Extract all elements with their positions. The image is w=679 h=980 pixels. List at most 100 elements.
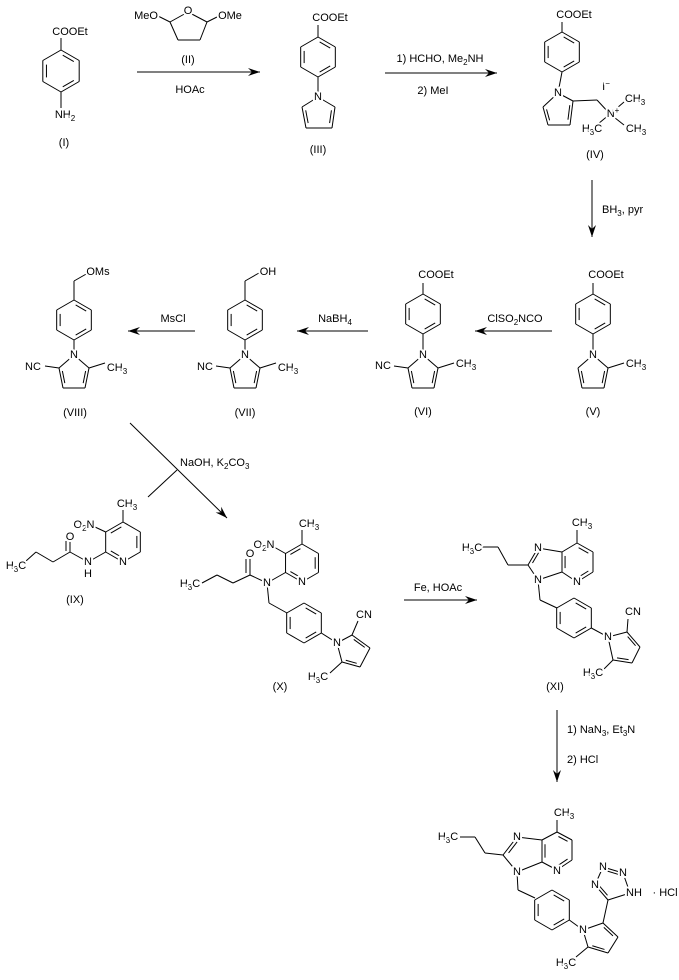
ring-bond [576, 542, 594, 553]
bond [52, 551, 71, 563]
ring-bond [301, 543, 319, 554]
double-bond-line [553, 894, 565, 902]
ring-bond [244, 329, 263, 341]
double-bond-line [329, 110, 332, 124]
ring-bond [607, 636, 614, 661]
atom-label: N [119, 556, 127, 568]
ring-bond [336, 642, 343, 663]
reagent-label: NaOH, K2CO3 [180, 457, 250, 471]
ring-bond [541, 831, 558, 841]
double-bond-line [563, 60, 575, 68]
ring-bond [73, 299, 92, 311]
reagent-label: 1) NaN3, Et3N [567, 724, 635, 738]
atom-label: COOEt [52, 26, 87, 38]
atom-label: H3C [582, 123, 602, 137]
salt-label: · HCl [652, 887, 677, 899]
compound-label: (X) [273, 681, 288, 693]
atom-label: CH3 [625, 93, 646, 107]
bond [69, 551, 89, 563]
atom-label: N [589, 349, 597, 361]
bond [215, 365, 231, 369]
ring-bond [433, 367, 439, 389]
ring-bond [527, 547, 539, 566]
ring-bond [422, 354, 439, 369]
double-bond-line [424, 322, 436, 330]
atom-label: OMs [86, 266, 110, 278]
ring-bond [303, 602, 322, 614]
atom-label: COOEt [312, 12, 347, 24]
bond [517, 889, 536, 899]
double-bond-line [578, 547, 589, 554]
ring-bond [122, 551, 141, 563]
bond [268, 602, 288, 614]
ring-bond [561, 542, 578, 553]
labels-layer: COOEt NH2 (I) MeO O OMe (II) HOAc COOEt … [4, 3, 678, 973]
reagent-label: Fe, HOAc [414, 582, 463, 594]
ring-bond [286, 632, 305, 644]
ring-bond [169, 11, 189, 23]
bond [87, 551, 106, 563]
double-bond-line [62, 54, 75, 63]
reaction-arrow [129, 422, 228, 519]
double-bond-line [627, 636, 636, 647]
double-bond-line [558, 858, 568, 866]
atom-label: N [298, 576, 306, 588]
ring-bond [527, 564, 539, 581]
bond [609, 101, 625, 115]
double-bond-line [532, 552, 539, 564]
atom-label: H3C [180, 578, 200, 592]
double-bond-line [246, 328, 258, 336]
atom-label: COOEt [588, 269, 623, 281]
compound-label: (II) [181, 54, 194, 66]
ring-bond [557, 92, 574, 102]
atom-label: CH3 [456, 358, 477, 372]
double-bond-line [82, 370, 87, 384]
atom-label: CH3 [626, 358, 647, 372]
bond [266, 572, 286, 584]
ring-bond [582, 929, 589, 948]
double-bond-line [563, 36, 575, 44]
ring-bond [607, 892, 631, 901]
ring-bond [542, 106, 549, 126]
ring-bond [255, 367, 261, 389]
atom-label: N [619, 867, 627, 879]
double-bond-line [558, 836, 568, 842]
ring-bond [607, 936, 619, 954]
reagent-label: 2) HCl [567, 754, 598, 766]
ring-bond [594, 884, 609, 901]
ring-bond [582, 922, 604, 931]
ring-bond [569, 100, 574, 126]
bond [232, 574, 251, 584]
atom-label: N [591, 879, 599, 891]
bond [474, 836, 486, 854]
ring-bond [516, 836, 543, 841]
ring-bond [602, 922, 619, 938]
ring-bond [612, 659, 633, 664]
ring-bond [534, 919, 553, 931]
bond [329, 661, 343, 674]
ring-bond [331, 106, 336, 129]
atom-label: H3C [556, 957, 576, 971]
atom-label: H3C [438, 831, 458, 845]
ring-bond [534, 889, 553, 901]
ring-bond [516, 861, 543, 873]
double-bond-line [575, 626, 587, 634]
ring-bond [556, 627, 575, 639]
ring-bond [626, 631, 641, 648]
atom-label: O2N [254, 539, 275, 553]
ring-bond [56, 299, 75, 311]
ring-bond [73, 354, 90, 369]
arrowhead-icon [485, 69, 497, 77]
ring-bond [301, 96, 319, 108]
bond [259, 362, 277, 369]
ring-bond [42, 81, 62, 93]
bonds-layer [25, 11, 641, 958]
bond [73, 272, 89, 282]
double-bond-line [431, 370, 436, 384]
ring-bond [199, 21, 208, 41]
atom-label: CH3 [626, 123, 647, 137]
double-bond-line [110, 550, 122, 558]
atom-label: N [513, 831, 521, 843]
double-bond-line [305, 110, 309, 124]
atom-label: NC [197, 361, 213, 373]
